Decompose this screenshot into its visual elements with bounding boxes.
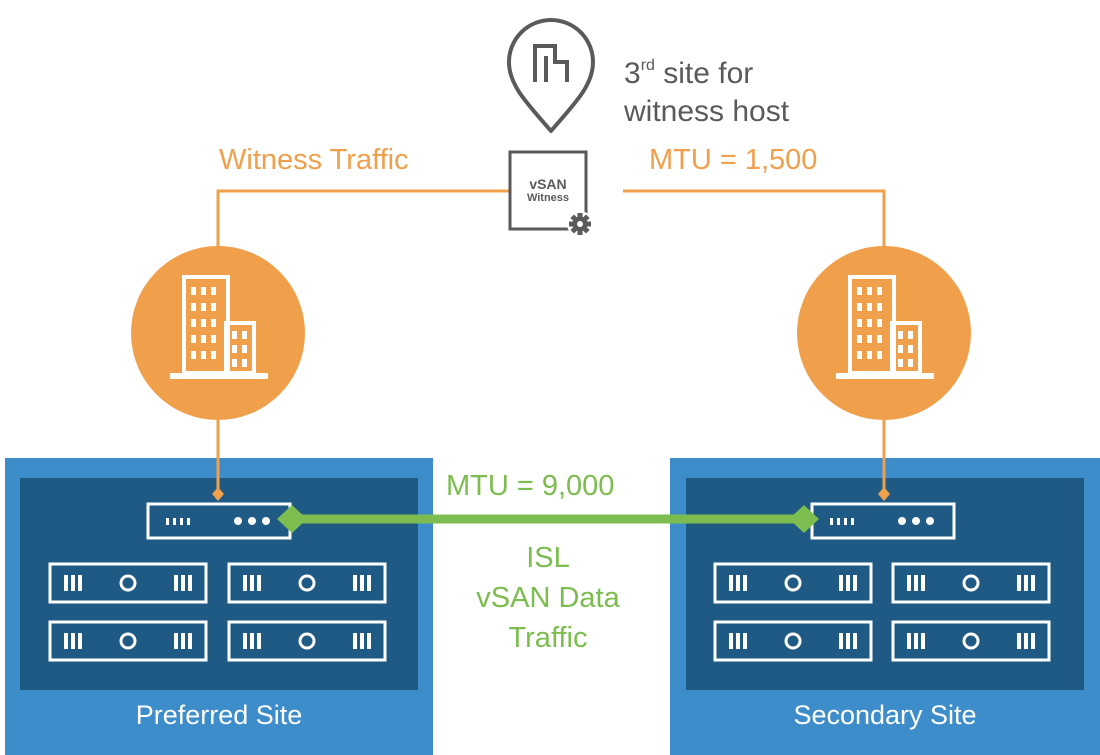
isl-endpoint-right (789, 505, 819, 533)
secondary-building-node (797, 246, 971, 420)
secondary-site-label: Secondary Site (793, 700, 977, 730)
secondary-uplink-port (878, 487, 890, 501)
witness-mtu-label: MTU = 1,500 (649, 144, 818, 176)
witness-appliance-line2: Witness (526, 192, 570, 204)
witness-site-line2: witness host (624, 95, 790, 128)
isl-mtu-label: MTU = 9,000 (446, 470, 615, 502)
isl-endpoint-left (277, 505, 307, 533)
preferred-building-node (131, 246, 305, 420)
isl-line1: ISL (526, 542, 570, 574)
gear-icon (567, 211, 593, 237)
preferred-site-label: Preferred Site (135, 700, 303, 730)
secondary-site-box (670, 458, 1100, 755)
preferred-site-box (5, 458, 433, 755)
witness-site-ordinal-suffix: rd (640, 57, 655, 74)
vsan-witness-appliance (508, 150, 593, 237)
witness-traffic-label: Witness Traffic (219, 144, 409, 176)
witness-traffic-line-right (623, 189, 886, 268)
witness-site-ordinal: 3 (624, 57, 641, 90)
witness-site-line1-rest: site for (654, 57, 754, 90)
isl-line2: vSAN Data (476, 582, 620, 614)
isl-description: ISL vSAN Data Traffic (448, 538, 648, 658)
witness-appliance-line1: vSAN (529, 176, 567, 192)
witness-traffic-line-left (216, 189, 510, 268)
isl-line3: Traffic (508, 622, 588, 654)
witness-appliance-label: vSAN Witness (512, 177, 584, 205)
preferred-uplink-port (212, 487, 224, 501)
witness-site-label: 3rd site for witness host (624, 47, 789, 131)
location-pin-building-icon (507, 18, 595, 133)
